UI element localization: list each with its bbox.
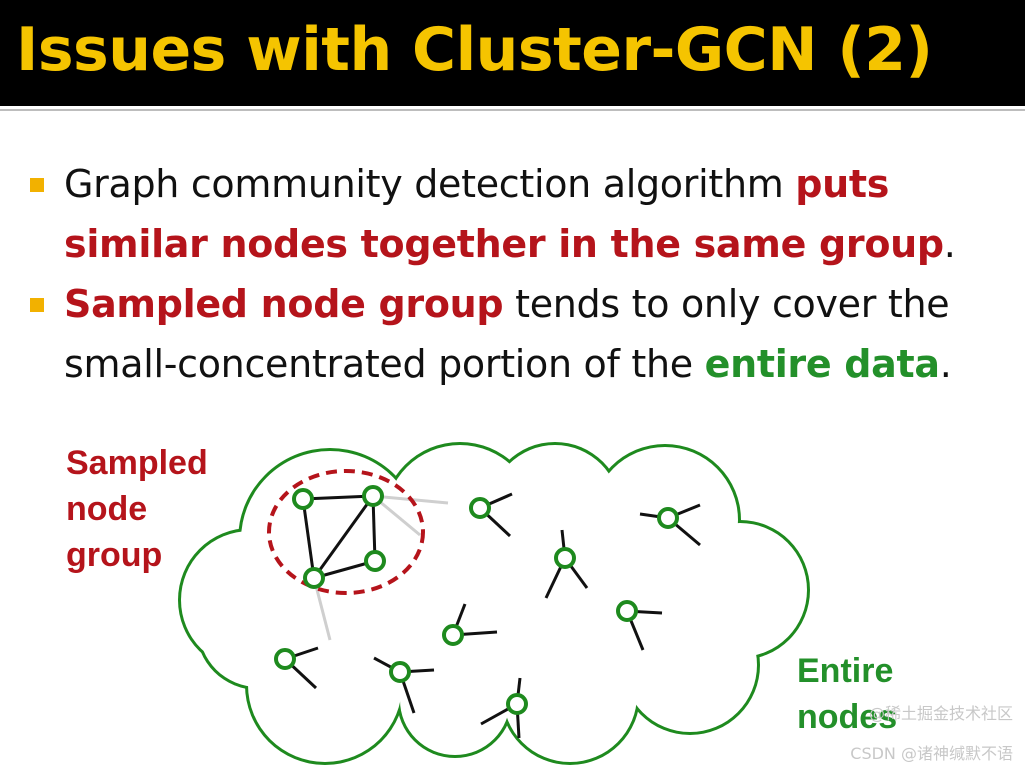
graph-node (469, 497, 491, 519)
watermark-csdn: CSDN @诸神缄默不语 (850, 744, 1013, 763)
graph-node (616, 600, 638, 622)
graph-node (657, 507, 679, 529)
sampled-label-line: node (66, 490, 148, 528)
graph-node (554, 547, 576, 569)
entire-nodes-label: Entire nodes (797, 648, 897, 740)
nodes (274, 485, 679, 715)
bullet-1-part-1: Graph community detection algorithm (64, 162, 796, 206)
graph-node (442, 624, 464, 646)
entire-label-line: Entire (797, 652, 894, 690)
bullet-list: Graph community detection algorithm puts… (26, 154, 1021, 394)
title-divider (0, 109, 1025, 111)
sampled-node (364, 550, 386, 572)
sampled-group-boundary (267, 469, 425, 595)
title-bar: Issues with Cluster-GCN (2) (0, 0, 1025, 106)
sampled-node (303, 567, 325, 589)
bullet-1-period: . (943, 222, 956, 266)
sampled-node (292, 488, 314, 510)
bullet-2-highlight: Sampled node group (64, 282, 504, 326)
bullet-2-green-highlight: entire data (704, 342, 940, 386)
sampled-label-line: Sampled (66, 444, 208, 482)
bullet-marker-icon (30, 178, 44, 192)
bullet-item-2: Sampled node group tends to only cover t… (26, 274, 1021, 394)
graph-node (506, 693, 528, 715)
graph-node (389, 661, 411, 683)
sampled-node (362, 485, 384, 507)
bullet-2-period: . (939, 342, 952, 386)
slide-title: Issues with Cluster-GCN (2) (16, 15, 933, 85)
watermark-juejin: @稀土掘金技术社区 (868, 704, 1013, 723)
entire-label-line: nodes (797, 698, 898, 736)
graph-node (274, 648, 296, 670)
bullet-item-1: Graph community detection algorithm puts… (26, 154, 1021, 274)
bullet-marker-icon (30, 298, 44, 312)
bullet-1-highlight: puts similar nodes together in the same … (64, 162, 944, 266)
sampled-label-line: group (66, 536, 163, 574)
sampled-node-group-label: Sampled node group (66, 440, 208, 578)
bullet-2-part-2: tends to only cover the small-concentrat… (64, 282, 950, 386)
entire-nodes-cloud (178, 442, 810, 765)
